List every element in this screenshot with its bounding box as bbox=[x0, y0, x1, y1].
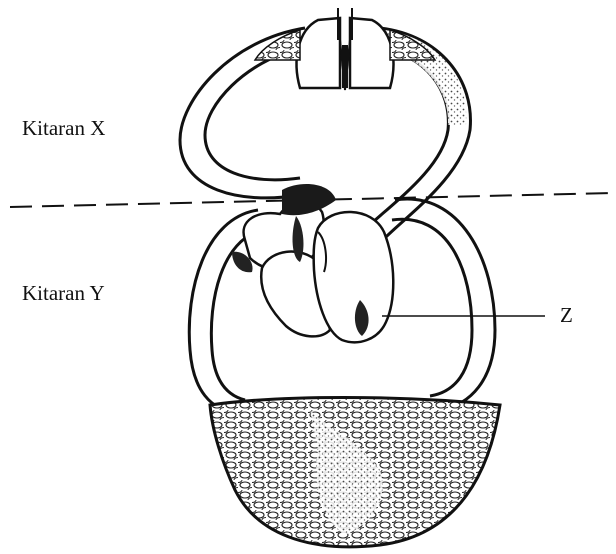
heart bbox=[232, 184, 393, 342]
label-part-z: Z bbox=[560, 305, 573, 326]
label-circulation-y: Kitaran Y bbox=[22, 283, 105, 304]
label-circulation-x: Kitaran X bbox=[22, 118, 105, 139]
lungs bbox=[297, 8, 394, 90]
